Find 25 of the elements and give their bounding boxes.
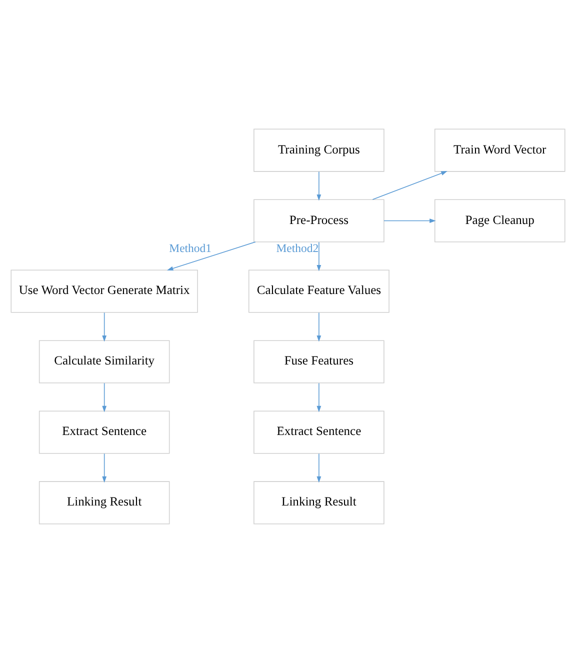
node-box: Linking Result	[254, 480, 384, 524]
arrow	[316, 312, 322, 342]
edge-label: Method1	[169, 242, 212, 255]
node-box: Train Word Vector	[434, 128, 566, 172]
node-box: Use Word Vector Generate Matrix	[10, 269, 198, 312]
node-box: Linking Result	[38, 480, 170, 524]
arrow	[166, 241, 256, 270]
arrow	[384, 218, 436, 222]
node-box: Training Corpus	[254, 128, 384, 172]
arrow	[102, 382, 107, 412]
node-box: Calculate Feature Values	[248, 269, 390, 312]
arrow	[316, 241, 322, 271]
node-box: Extract Sentence	[254, 410, 384, 454]
arrow	[316, 170, 322, 200]
arrow	[316, 382, 322, 412]
arrow	[316, 452, 322, 482]
arrow	[102, 312, 107, 342]
arrow	[102, 452, 107, 482]
node-box: Fuse Features	[254, 340, 384, 383]
node-box: Calculate Similarity	[38, 340, 170, 383]
node-box: Extract Sentence	[38, 410, 170, 454]
arrow	[372, 170, 448, 200]
edge-label: Method2	[276, 242, 319, 255]
node-box: Pre-Process	[254, 198, 384, 242]
node-box: Page Cleanup	[434, 198, 566, 242]
